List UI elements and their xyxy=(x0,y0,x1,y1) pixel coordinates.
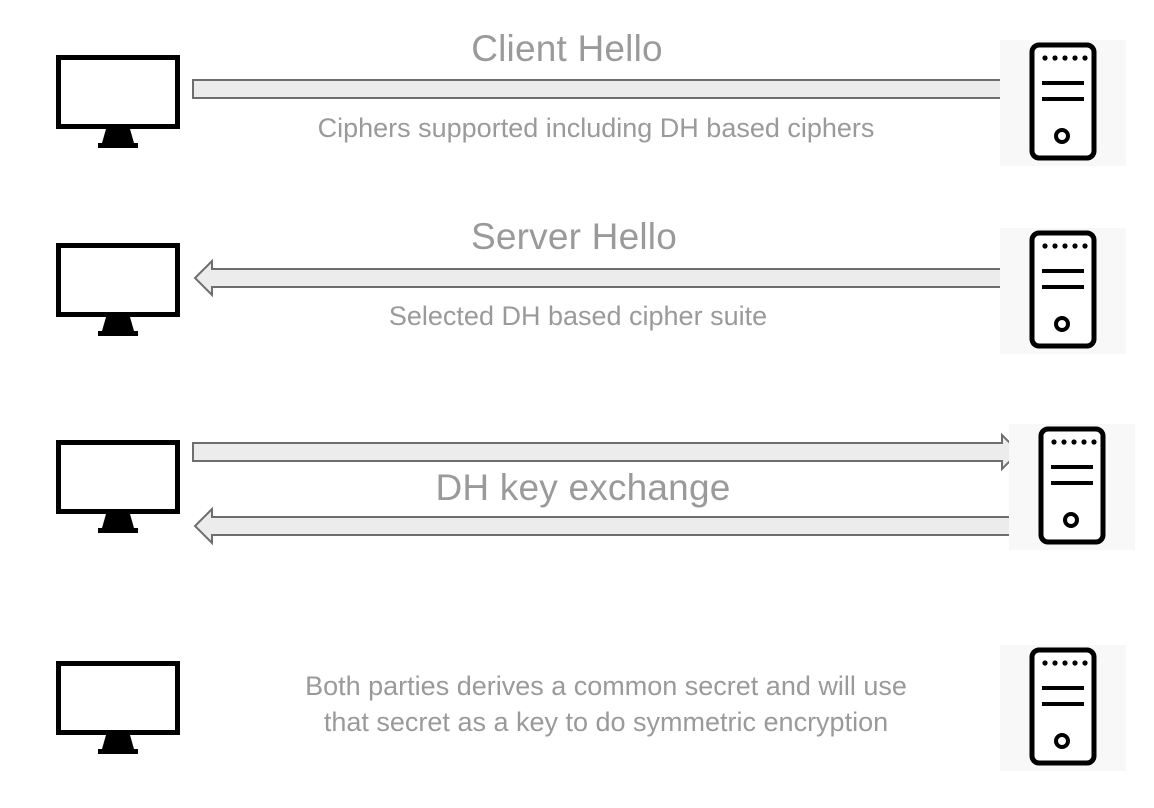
arrow-client-to-server xyxy=(192,432,1021,472)
server-tower-icon xyxy=(1000,645,1126,771)
step-subtitle: Selected DH based cipher suite xyxy=(388,301,768,331)
step-title: Server Hello xyxy=(471,216,677,257)
server-tower-icon xyxy=(1000,40,1126,166)
step-title: Client Hello xyxy=(471,28,663,69)
server-tower-icon xyxy=(1009,424,1135,550)
note-line: that secret as a key to do symmetric enc… xyxy=(323,707,889,737)
arrow-server-to-client xyxy=(193,258,1022,298)
server-tower-icon xyxy=(1000,228,1126,354)
desktop-monitor-icon xyxy=(56,661,180,754)
note-line: Both parties derives a common secret and… xyxy=(305,671,907,701)
step-title: DH key exchange xyxy=(435,467,731,508)
desktop-monitor-icon xyxy=(56,243,180,336)
shared-secret-note: Both parties derives a common secret and… xyxy=(226,668,986,740)
arrow-server-to-client xyxy=(193,506,1022,546)
arrow-client-to-server xyxy=(192,69,1021,109)
desktop-monitor-icon xyxy=(56,440,180,533)
desktop-monitor-icon xyxy=(56,55,180,148)
step-subtitle: Ciphers supported including DH based cip… xyxy=(317,113,875,143)
